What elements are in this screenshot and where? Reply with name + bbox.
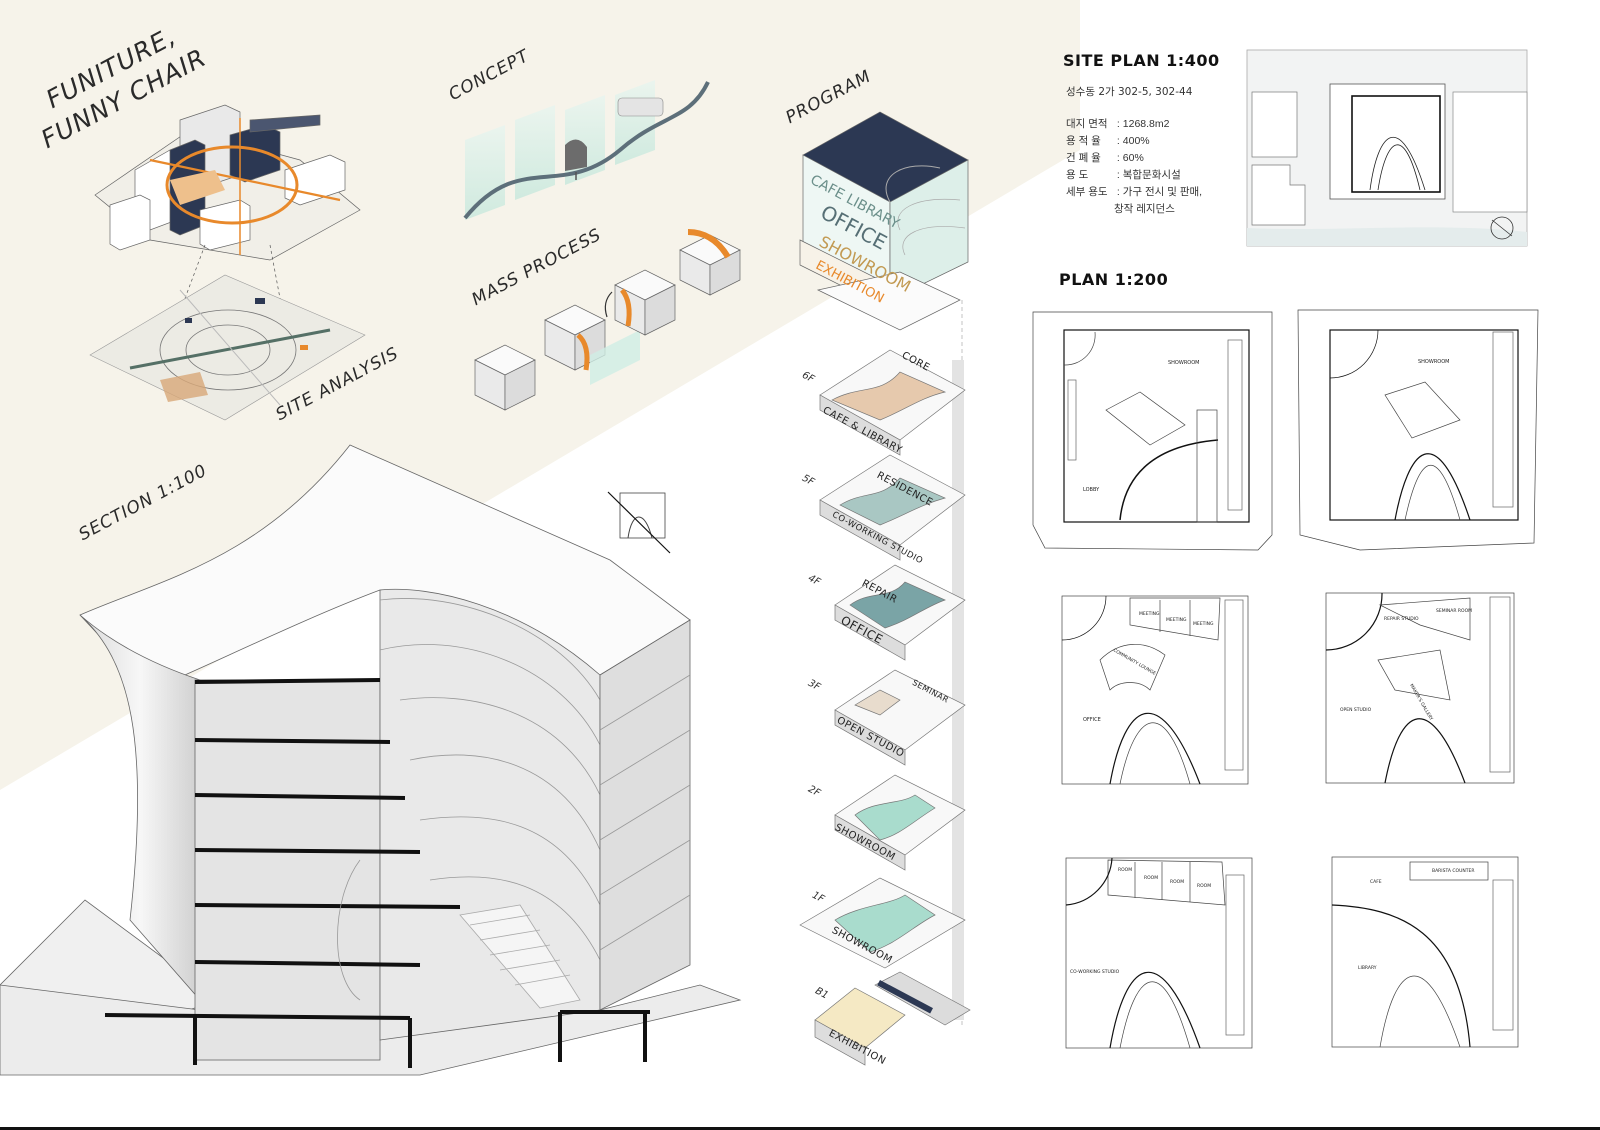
bottom-rule xyxy=(0,1127,1600,1130)
site-analysis-map xyxy=(89,274,366,421)
mass-process-diagram xyxy=(474,229,741,411)
plan6-room: CAFE xyxy=(1370,880,1382,885)
plan6-room: LIBRARY xyxy=(1358,966,1377,971)
plan3-room: MEETING xyxy=(1139,612,1160,617)
plan4-room: OPEN STUDIO xyxy=(1340,708,1372,713)
site-info-row: 대지 면적 : 1268.8m2 xyxy=(1066,116,1202,133)
plan6-room: BARISTA COUNTER xyxy=(1432,869,1475,874)
plan3-room: MEETING xyxy=(1166,618,1187,623)
plan5-room: CO-WORKING STUDIO xyxy=(1070,970,1120,975)
plan2-room: SHOWROOM xyxy=(1418,359,1450,365)
program-tower-diagram xyxy=(799,111,969,331)
info-label: 건 폐 율 xyxy=(1066,152,1101,164)
plan1-room: LOBBY xyxy=(1083,487,1100,493)
plan5-room: ROOM xyxy=(1170,880,1185,885)
site-plan-drawing xyxy=(1246,49,1528,247)
info-label: 용 도 xyxy=(1066,169,1089,181)
info-value: 60% xyxy=(1122,152,1144,164)
site-info-row: 세부 용도 : 가구 전시 및 판매, xyxy=(1066,184,1202,201)
info-value: 1268.8m2 xyxy=(1122,118,1170,130)
site-plan-heading: SITE PLAN 1:400 xyxy=(1063,51,1220,70)
site-info-row: 건 폐 율 : 60% xyxy=(1066,150,1202,167)
floor-plans xyxy=(1032,309,1539,1049)
plan4-room: SEMINAR ROOM xyxy=(1436,609,1473,614)
plan-heading: PLAN 1:200 xyxy=(1059,270,1169,289)
exploded-floors xyxy=(799,300,971,1066)
site-info-row-cont: 창작 레지던스 xyxy=(1114,203,1175,215)
info-value: 가구 전시 및 판매, xyxy=(1122,186,1203,198)
plan4-room: REPAIR STUDIO xyxy=(1384,617,1419,622)
site-info-table: 대지 면적 : 1268.8m2 용 적 율 : 400% 건 폐 율 : 60… xyxy=(1066,116,1202,218)
plan3-room: MEETING xyxy=(1193,622,1214,627)
section-axon-drawing xyxy=(0,444,742,1076)
info-label: 세부 용도 xyxy=(1066,186,1108,198)
plan3-room: OFFICE xyxy=(1083,717,1101,723)
concept-diagram xyxy=(463,80,710,220)
site-info-row: 용 적 율 : 400% xyxy=(1066,133,1202,150)
plan5-room: ROOM xyxy=(1144,876,1159,881)
site-analysis-3d-diagram xyxy=(94,104,361,261)
section-key-plan xyxy=(607,491,671,554)
site-info-row: 용 도 : 복합문화시설 xyxy=(1066,167,1202,184)
site-address: 성수동 2가 302-5, 302-44 xyxy=(1066,86,1193,98)
info-label: 용 적 율 xyxy=(1066,135,1101,147)
info-label: 대지 면적 xyxy=(1066,118,1108,130)
plan1-room: SHOWROOM xyxy=(1168,360,1200,366)
info-value: 복합문화시설 xyxy=(1122,169,1181,181)
plan5-room: ROOM xyxy=(1197,884,1212,889)
info-value: 400% xyxy=(1122,135,1150,147)
plan5-room: ROOM xyxy=(1118,868,1133,873)
